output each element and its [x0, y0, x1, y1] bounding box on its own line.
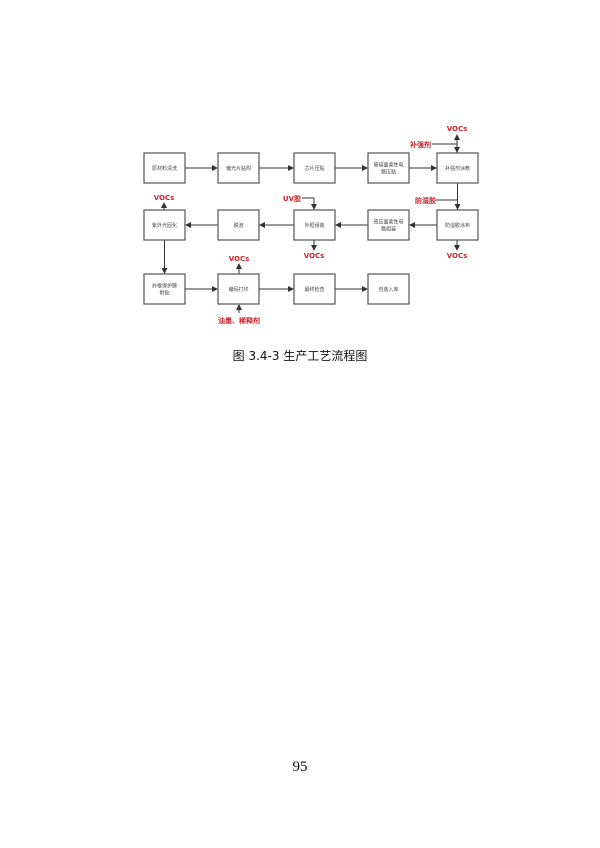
process-box: [293, 209, 336, 241]
annotation-label: VOCs: [229, 255, 250, 263]
process-step: 外框组装: [293, 209, 336, 241]
process-label: 编码打印: [228, 286, 248, 293]
process-label: 原材料清洗: [152, 165, 177, 172]
process-label: 防湿胶涂布: [445, 222, 470, 229]
process-step: 防湿胶涂布: [436, 209, 479, 241]
process-label: 附贴: [159, 290, 169, 297]
annotation-label: VOCs: [304, 252, 325, 260]
process-label: 路压贴: [381, 169, 396, 176]
process-label: 玻璃面柔性电: [373, 162, 403, 169]
process-box: [367, 152, 410, 184]
process-box: [367, 209, 410, 241]
process-box: [143, 209, 186, 241]
process-box: [293, 273, 336, 305]
process-label: 偏光片贴附: [226, 165, 251, 172]
process-label: 路组装: [381, 226, 396, 233]
process-label: 紫外光固化: [152, 222, 177, 229]
process-box: [217, 273, 260, 305]
annotation-label: 防湿胶: [415, 196, 436, 205]
annotation-label: 补强剂: [409, 140, 431, 149]
page-number: 95: [292, 759, 308, 775]
process-step: 脱泡: [217, 209, 260, 241]
process-step: 原材料清洗: [143, 152, 186, 184]
annotation-label: 油墨、稀释剂: [218, 316, 260, 325]
process-step: 最终检查: [293, 273, 336, 305]
annotation-label: VOCs: [154, 194, 175, 202]
process-label: 包装入库: [378, 286, 398, 293]
process-label: 最终检查: [304, 286, 324, 293]
annotation-label: UV胶: [283, 194, 301, 203]
annotation-label: VOCs: [447, 252, 468, 260]
process-box: [436, 152, 479, 184]
process-step: 紫外光固化: [143, 209, 186, 241]
process-box: [293, 152, 336, 184]
process-step: 包装入库: [367, 273, 410, 305]
process-box: [143, 152, 186, 184]
process-box: [217, 209, 260, 241]
figure-caption: 图 3.4-3 生产工艺流程图: [232, 349, 368, 363]
process-label: 芯片压贴: [304, 165, 324, 172]
process-label: 外框保护膜: [152, 283, 177, 290]
process-box: [217, 152, 260, 184]
process-step: 补强剂涂敷: [436, 152, 479, 184]
process-label: 脱泡: [233, 222, 243, 229]
process-step: 编码打印: [217, 273, 260, 305]
process-box: [143, 273, 186, 305]
process-step: 芯片压贴: [293, 152, 336, 184]
process-label: 感应面柔性电: [373, 219, 403, 226]
process-box: [367, 273, 410, 305]
process-label: 补强剂涂敷: [445, 165, 470, 172]
process-box: [436, 209, 479, 241]
process-step: 偏光片贴附: [217, 152, 260, 184]
annotation-label: VOCs: [447, 125, 468, 133]
process-label: 外框组装: [304, 222, 324, 229]
